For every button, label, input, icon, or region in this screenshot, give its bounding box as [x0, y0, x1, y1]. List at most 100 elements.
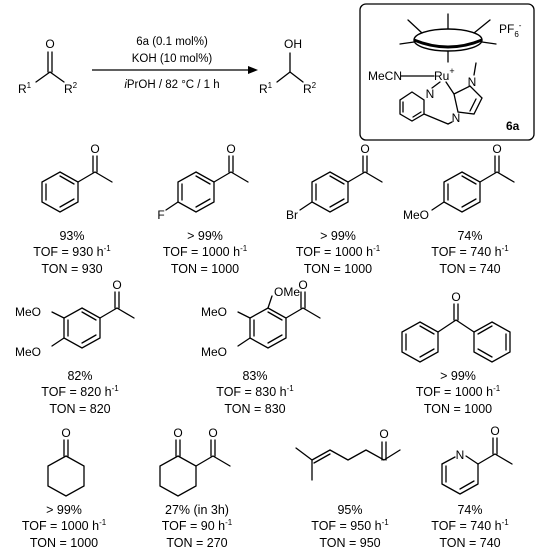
svg-text:O: O	[298, 278, 307, 292]
svg-text:TOF = 950 h-1: TOF = 950 h-1	[311, 518, 389, 533]
svg-text:O: O	[208, 426, 217, 440]
substrate-benzophenone: O > 99% TOF = 1000 h-1 TON = 1000	[401, 290, 511, 416]
svg-text:O: O	[90, 142, 99, 156]
tof: TOF = 1000 h	[22, 519, 99, 533]
svg-text:R2: R2	[303, 81, 317, 96]
yield: 95%	[337, 503, 362, 517]
tof: TOF = 930 h	[33, 245, 103, 259]
tof: TOF = 740 h	[431, 245, 501, 259]
yield: > 99%	[320, 229, 356, 243]
svg-text:TOF = 930 h-1: TOF = 930 h-1	[33, 244, 111, 259]
substrate-3-4-dimethoxyacetophenone: O MeO MeO 82% TOF = 820 h-1 TON = 820	[15, 278, 135, 416]
substrate-2-acetylpyridine: N O 74% TOF = 740 h-1 TON = 740	[431, 424, 513, 550]
reactant-oxygen: O	[45, 37, 54, 51]
yield: 27% (in 3h)	[165, 503, 229, 517]
substrate-2-acetylcyclohexanone: O O 27% (in 3h) TOF = 90 h-1 TON = 270	[159, 426, 233, 550]
svg-text:TOF = 1000 h-1: TOF = 1000 h-1	[163, 244, 248, 259]
svg-text:O: O	[492, 142, 501, 156]
tof: TOF = 1000 h	[416, 385, 493, 399]
counterion: PF6-	[499, 21, 522, 39]
svg-text:TOF = 90 h-1: TOF = 90 h-1	[162, 518, 233, 533]
svg-text:O: O	[112, 278, 121, 292]
methoxy-3: MeO	[201, 305, 227, 319]
svg-text:O: O	[490, 424, 499, 438]
svg-text:TOF = 830 h-1: TOF = 830 h-1	[216, 384, 294, 399]
substrate-4-fluoroacetophenone: O F > 99% TOF = 1000 h-1 TON = 1000	[157, 142, 249, 276]
catalyst-frame	[359, 3, 535, 141]
svg-text:R1: R1	[259, 81, 273, 96]
ligand-mecn: MeCN	[368, 69, 402, 83]
catalyst-box: PF6- MeCN Ru+ N N N 6a	[359, 3, 535, 141]
svg-text:R2: R2	[64, 81, 78, 96]
svg-text:O: O	[451, 290, 460, 304]
yield: 93%	[59, 229, 84, 243]
product-alcohol: OH R1 R2	[259, 37, 317, 96]
product-r2: R	[303, 82, 312, 96]
tof: TOF = 950 h	[311, 519, 381, 533]
yield: > 99%	[440, 369, 476, 383]
svg-text:R1: R1	[18, 81, 32, 96]
svg-text:O: O	[226, 142, 235, 156]
yield: 82%	[67, 369, 92, 383]
svg-text:TOF = 1000 h-1: TOF = 1000 h-1	[22, 518, 107, 533]
nhc-ring: N N	[445, 62, 483, 125]
substrate-cyclohexanone: O > 99% TOF = 1000 h-1 TON = 1000	[22, 426, 107, 550]
svg-text:TOF = 740 h-1: TOF = 740 h-1	[431, 518, 509, 533]
pyridine-n: N	[426, 87, 435, 101]
ton: TON = 930	[41, 262, 102, 276]
tof: TOF = 820 h	[41, 385, 111, 399]
metal-ru: Ru+	[434, 66, 455, 83]
ton: TON = 1000	[171, 262, 239, 276]
catalyst-label: 6a	[506, 119, 520, 133]
ton: TON = 1000	[30, 536, 98, 550]
substrate-4-bromoacetophenone: O Br > 99% TOF = 1000 h-1 TON = 1000	[286, 142, 383, 276]
ton: TON = 740	[439, 262, 500, 276]
ton: TON = 1000	[424, 402, 492, 416]
nhc-n2: N	[452, 111, 461, 125]
methoxy-2: OMe	[274, 285, 300, 299]
methoxy-3: MeO	[15, 305, 41, 319]
nhc-n1: N	[468, 75, 477, 89]
svg-text:O: O	[173, 426, 182, 440]
substrate-2-3-4-trimethoxyacetophenone: O OMe MeO MeO 83% TOF = 830 h-1 TON = 83…	[201, 278, 321, 416]
reaction-arrow: 6a (0.1 mol%) KOH (10 mol%) iPrOH / 82 °…	[92, 36, 258, 91]
tof: TOF = 1000 h	[296, 245, 373, 259]
tof: TOF = 90 h	[162, 519, 225, 533]
reactant-r2: R	[64, 82, 73, 96]
reactant-ketone: O R1 R2	[18, 37, 78, 96]
methoxy: MeO	[403, 208, 429, 222]
ton: TON = 270	[166, 536, 227, 550]
svg-text:TOF = 740 h-1: TOF = 740 h-1	[431, 244, 509, 259]
yield: > 99%	[187, 229, 223, 243]
yield: > 99%	[46, 503, 82, 517]
ton: TON = 820	[49, 402, 110, 416]
svg-text:TOF = 1000 h-1: TOF = 1000 h-1	[416, 384, 501, 399]
substrate-methylheptenone: O 95% TOF = 950 h-1 TON = 950	[295, 427, 401, 550]
fluoro: F	[157, 208, 164, 222]
yield: 74%	[457, 229, 482, 243]
condition-base: KOH (10 mol%)	[132, 53, 213, 65]
ton: TON = 950	[319, 536, 380, 550]
methoxy-4: MeO	[15, 345, 41, 359]
svg-text:O: O	[379, 427, 388, 441]
tof: TOF = 1000 h	[163, 245, 240, 259]
reactant-r1: R	[18, 82, 27, 96]
substrate-4-methoxyacetophenone: O MeO 74% TOF = 740 h-1 TON = 740	[403, 142, 515, 276]
svg-text:O: O	[360, 142, 369, 156]
svg-text:TOF = 1000 h-1: TOF = 1000 h-1	[296, 244, 381, 259]
ton: TON = 830	[224, 402, 285, 416]
tof: TOF = 830 h	[216, 385, 286, 399]
condition-solvent: iPrOH / 82 °C / 1 h	[124, 79, 219, 91]
yield: 83%	[242, 369, 267, 383]
cp-star-ligand	[399, 13, 497, 63]
tof: TOF = 740 h	[431, 519, 501, 533]
condition-catalyst: 6a (0.1 mol%)	[136, 36, 208, 48]
product-oh: OH	[284, 37, 302, 51]
pyridine-n: N	[456, 448, 465, 462]
pyridine-ring: N	[399, 81, 449, 125]
svg-text:TOF = 820 h-1: TOF = 820 h-1	[41, 384, 119, 399]
svg-text:O: O	[61, 426, 70, 440]
product-r1: R	[259, 82, 268, 96]
substrate-acetophenone: O 93% TOF = 930 h-1 TON = 930	[33, 142, 113, 276]
